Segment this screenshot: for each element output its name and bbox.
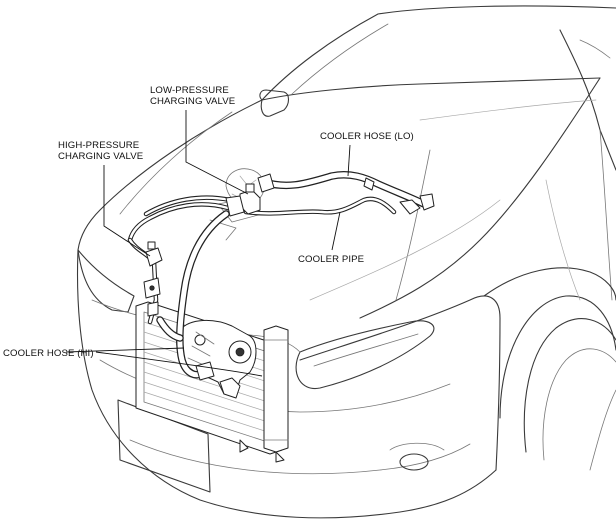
fog-lamp-trim <box>389 442 445 451</box>
body-curve-1 <box>309 199 501 301</box>
leader-hose-hi-2 <box>95 351 263 377</box>
windshield-frame <box>261 13 601 101</box>
leader-hose-lo <box>347 144 351 177</box>
a-pillar-right <box>559 29 616 171</box>
front-fascia <box>76 249 497 519</box>
wheel-arch <box>483 267 616 301</box>
lower-intake <box>129 439 471 475</box>
high-pressure-valve <box>145 247 163 267</box>
leader-low-pressure <box>185 110 249 195</box>
fender-line <box>359 77 601 319</box>
label-low-pressure-line2: CHARGING VALVE <box>150 96 235 107</box>
headlight-right-inner <box>313 333 419 367</box>
label-cooler-hose-lo: COOLER HOSE (LO) <box>320 131 414 142</box>
label-cooler-hose-hi: COOLER HOSE (HI) <box>3 348 94 359</box>
high-pressure-cap <box>147 241 156 250</box>
headlight-right <box>295 320 435 390</box>
hood-outline <box>77 99 263 251</box>
refrigerant-lines <box>127 170 435 379</box>
hose-lo-band <box>363 177 375 191</box>
side-mirror <box>259 89 290 117</box>
receiver-drier-bands <box>263 339 289 441</box>
low-pressure-cap <box>245 183 255 193</box>
rim-line <box>542 348 616 461</box>
body-curve-2 <box>419 99 597 121</box>
label-high-pressure: HIGH-PRESSURE CHARGING VALVE <box>58 140 143 162</box>
hose-lo-fitting <box>399 199 421 215</box>
compressor <box>176 320 257 399</box>
label-cooler-pipe: COOLER PIPE <box>298 254 364 265</box>
compressor-port <box>194 334 206 346</box>
headlight-left <box>77 249 135 313</box>
hood-crease-left <box>119 111 233 215</box>
hose-lo-end <box>419 193 435 211</box>
door-line <box>599 129 613 301</box>
clamp-bolt <box>149 285 155 291</box>
rim-line-2 <box>589 389 616 471</box>
compressor-mount <box>219 377 241 399</box>
label-high-pressure-line2: CHARGING VALVE <box>58 151 143 162</box>
valves <box>143 173 275 381</box>
tire-inner <box>523 318 616 453</box>
firewall-block-2 <box>257 173 275 193</box>
roof-line <box>377 5 616 15</box>
fog-lamp <box>399 453 429 471</box>
leader-cooler-pipe <box>331 211 341 251</box>
label-high-pressure-line1: HIGH-PRESSURE <box>58 140 139 151</box>
body-curve-3 <box>545 179 581 301</box>
cooler-hose-lo-line <box>260 170 428 208</box>
label-low-pressure-line1: LOW-PRESSURE <box>150 85 229 96</box>
windshield-inner <box>291 23 611 95</box>
condenser-bracket-right <box>239 439 285 463</box>
label-low-pressure: LOW-PRESSURE CHARGING VALVE <box>150 85 235 107</box>
hood-crease <box>395 149 431 301</box>
compressor-hub <box>235 347 245 357</box>
front-tire <box>499 295 616 419</box>
firewall-block <box>225 195 245 217</box>
receiver-drier <box>263 325 289 453</box>
leader-high-pressure <box>103 165 151 257</box>
bumper-side <box>299 295 501 471</box>
leader-lines <box>65 110 351 377</box>
leader-hose-hi-1 <box>65 347 185 353</box>
pipe-clamp-2 <box>147 301 159 317</box>
callout-labels: LOW-PRESSURE CHARGING VALVE HIGH-PRESSUR… <box>3 85 414 359</box>
